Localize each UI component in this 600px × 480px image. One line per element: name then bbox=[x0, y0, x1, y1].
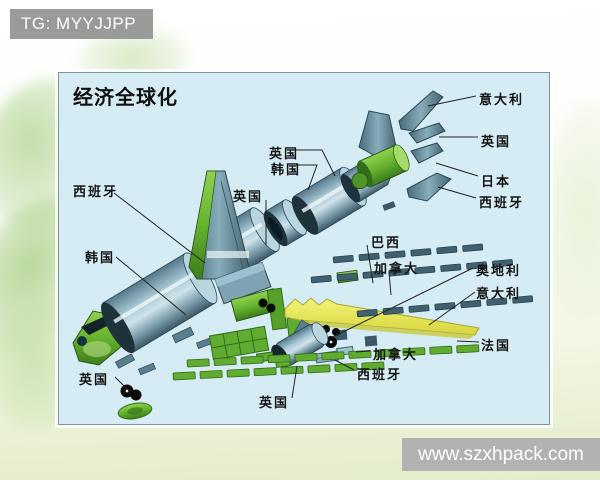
label-uk-gear: 英国 bbox=[79, 372, 110, 387]
small-part bbox=[171, 326, 195, 344]
exploded-airplane-illustration bbox=[72, 90, 534, 420]
label-spain-plate: 西班牙 bbox=[357, 367, 403, 382]
label-italy-tailplane: 意大利 bbox=[479, 92, 525, 107]
wingbox-blue-box bbox=[214, 261, 272, 305]
wingbox-wheel bbox=[258, 298, 268, 308]
label-uk-fuselage-mid: 英国 bbox=[269, 146, 300, 161]
label-korea-fuselage-mid: 韩国 bbox=[271, 162, 302, 177]
label-austria-gear: 奥地利 bbox=[476, 263, 522, 278]
label-spain-tailwing: 西班牙 bbox=[479, 195, 525, 210]
diagram-title: 经济全球化 bbox=[73, 87, 178, 109]
label-brazil-slats: 巴西 bbox=[371, 235, 402, 250]
leader-lines bbox=[113, 95, 480, 399]
tail-engine-green bbox=[351, 144, 410, 190]
label-italy-flap: 意大利 bbox=[476, 286, 522, 301]
label-spain-tailfin: 西班牙 bbox=[73, 184, 119, 199]
watermark-top-badge: TG: MYYJJPP bbox=[10, 9, 153, 39]
label-france-wing: 法国 bbox=[481, 338, 512, 353]
yellow-wing-underside bbox=[299, 320, 475, 339]
small-part bbox=[114, 353, 136, 369]
nose-gear-wheel bbox=[120, 384, 142, 401]
green-flap-assembly bbox=[208, 325, 270, 361]
watermark-bottom-badge: www.szxhpack.com bbox=[402, 438, 600, 471]
label-canada-slats: 加拿大 bbox=[374, 261, 420, 276]
tail-assembly bbox=[351, 90, 452, 211]
label-uk-tailcone: 英国 bbox=[481, 134, 512, 149]
vertical-tail-fin bbox=[188, 170, 250, 280]
wingbox-wheel bbox=[266, 303, 276, 313]
diagram-panel: 经济全球化 意大利 英国 日本 西班牙 英国 韩国 英国 西班牙 韩国 巴西 加… bbox=[58, 72, 550, 425]
label-korea-fuselage-fwd: 韩国 bbox=[85, 250, 116, 265]
label-uk-engine: 英国 bbox=[259, 395, 290, 410]
label-canada-part: 加拿大 bbox=[373, 347, 419, 362]
label-japan-tailpiece: 日本 bbox=[481, 174, 512, 189]
flap-track bbox=[364, 335, 378, 347]
label-uk-fuselage: 英国 bbox=[233, 189, 264, 204]
fuselage-ring-section bbox=[263, 199, 307, 247]
small-part bbox=[138, 362, 156, 376]
green-door-part bbox=[117, 402, 153, 420]
